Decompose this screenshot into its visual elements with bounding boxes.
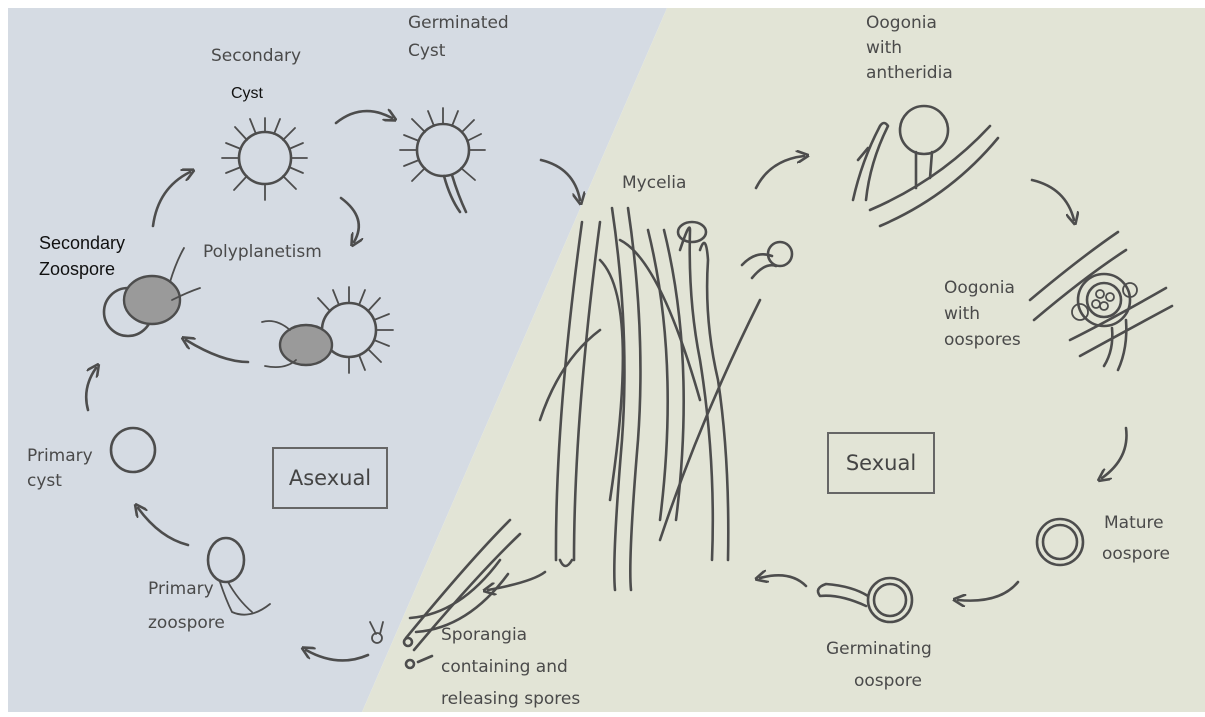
mature-oospore-label-line1: Mature [1104, 512, 1164, 534]
asexual-box: Asexual [272, 447, 388, 509]
sporangia-label-line3: releasing spores [441, 688, 580, 710]
germinated-cyst-label-line2: Cyst [408, 40, 445, 62]
germinated-cyst-label-line1: Germinated [408, 12, 509, 34]
polyplanetism-label: Polyplanetism [203, 241, 322, 263]
oogonia-oospores-label-line1: Oogonia [944, 277, 1015, 299]
sporangia-label-line2: containing and [441, 656, 568, 678]
oogonia-oospores-label-line3: oospores [944, 329, 1021, 351]
primary-zoospore-label-line2: zoospore [148, 612, 225, 634]
mature-oospore-label-line2: oospore [1102, 543, 1170, 565]
primary-cyst-label-line1: Primary [27, 445, 93, 467]
secondary-cyst-label-line1: Secondary [211, 45, 301, 67]
sexual-box: Sexual [827, 432, 935, 494]
oogonia-antheridia-label-line3: antheridia [866, 62, 953, 84]
primary-cyst-label-line2: cyst [27, 470, 62, 492]
sporangia-label-line1: Sporangia [441, 624, 527, 646]
germinating-oospore-label-line1: Germinating [826, 638, 932, 660]
secondary-zoospore-label-line2: Zoospore [39, 258, 115, 280]
primary-zoospore-label-line1: Primary [148, 578, 214, 600]
secondary-zoospore-label-line1: Secondary [39, 232, 125, 254]
oogonia-oospores-label-line2: with [944, 303, 980, 325]
oogonia-antheridia-label-line1: Oogonia [866, 12, 937, 34]
oogonia-antheridia-label-line2: with [866, 37, 902, 59]
secondary-cyst-label-line2: Cyst [231, 83, 263, 105]
mycelia-label: Mycelia [622, 172, 686, 194]
germinating-oospore-label-line2: oospore [854, 670, 922, 692]
